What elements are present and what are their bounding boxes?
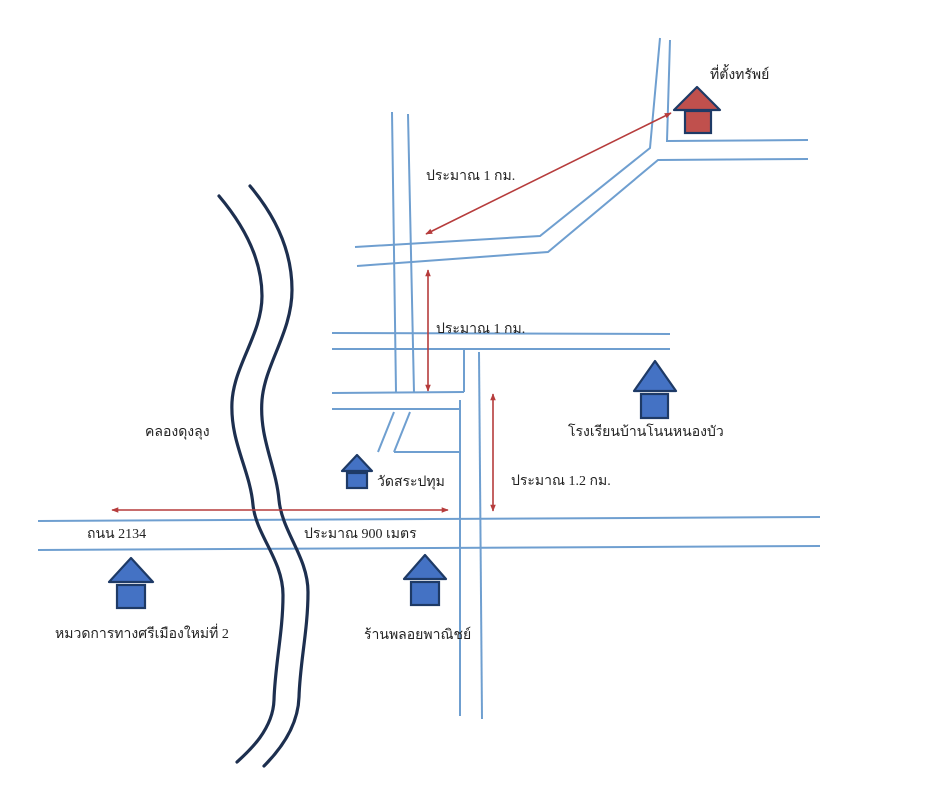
road-mid-north-edge [331, 332, 671, 335]
road-west-lower-north-edge [331, 391, 465, 394]
road-2134-south-edge [37, 545, 821, 551]
road-vertical-main-right [478, 351, 483, 720]
distance-arrows [111, 112, 672, 513]
label-temple: วัดสระปทุม [377, 475, 445, 490]
house-icon-temple [340, 453, 374, 490]
distance-arrow-property [425, 112, 672, 235]
label-distance-top: ประมาณ 1 กม. [426, 169, 515, 184]
road-2134-north-edge [37, 516, 821, 522]
label-highway-office: หมวดการทางศรีเมืองใหม่ที่ 2 [55, 624, 229, 642]
label-distance-mid: ประมาณ 1 กม. [436, 322, 525, 337]
label-shop: ร้านพลอยพาณิชย์ [364, 626, 471, 643]
label-road-2134: ถนน 2134 [87, 527, 146, 542]
road-diagonal-south-edge [356, 158, 809, 267]
canal-east-bank [248, 184, 310, 768]
roads [37, 37, 821, 720]
label-property: ที่ตั้งทรัพย์ [710, 64, 769, 83]
label-school: โรงเรียนบ้านโนนหนองบัว [568, 423, 724, 440]
label-canal: คลองดุงลุง [145, 425, 210, 440]
label-distance-right: ประมาณ 1.2 กม. [511, 474, 611, 489]
temple-lane-right [393, 411, 411, 453]
house-icon-highway-office [107, 556, 155, 610]
road-vertical-north-right [407, 113, 415, 394]
canal [217, 184, 310, 768]
road-diagonal-north-edge [354, 37, 661, 248]
canal-west-bank [217, 194, 285, 764]
house-icon-property [672, 85, 722, 135]
temple-lane-left [377, 411, 395, 453]
road-vertical-north-left [391, 111, 397, 393]
house-icon-school [632, 359, 678, 420]
label-distance-bottom: ประมาณ 900 เมตร [304, 527, 417, 542]
house-icon-shop [402, 553, 448, 607]
